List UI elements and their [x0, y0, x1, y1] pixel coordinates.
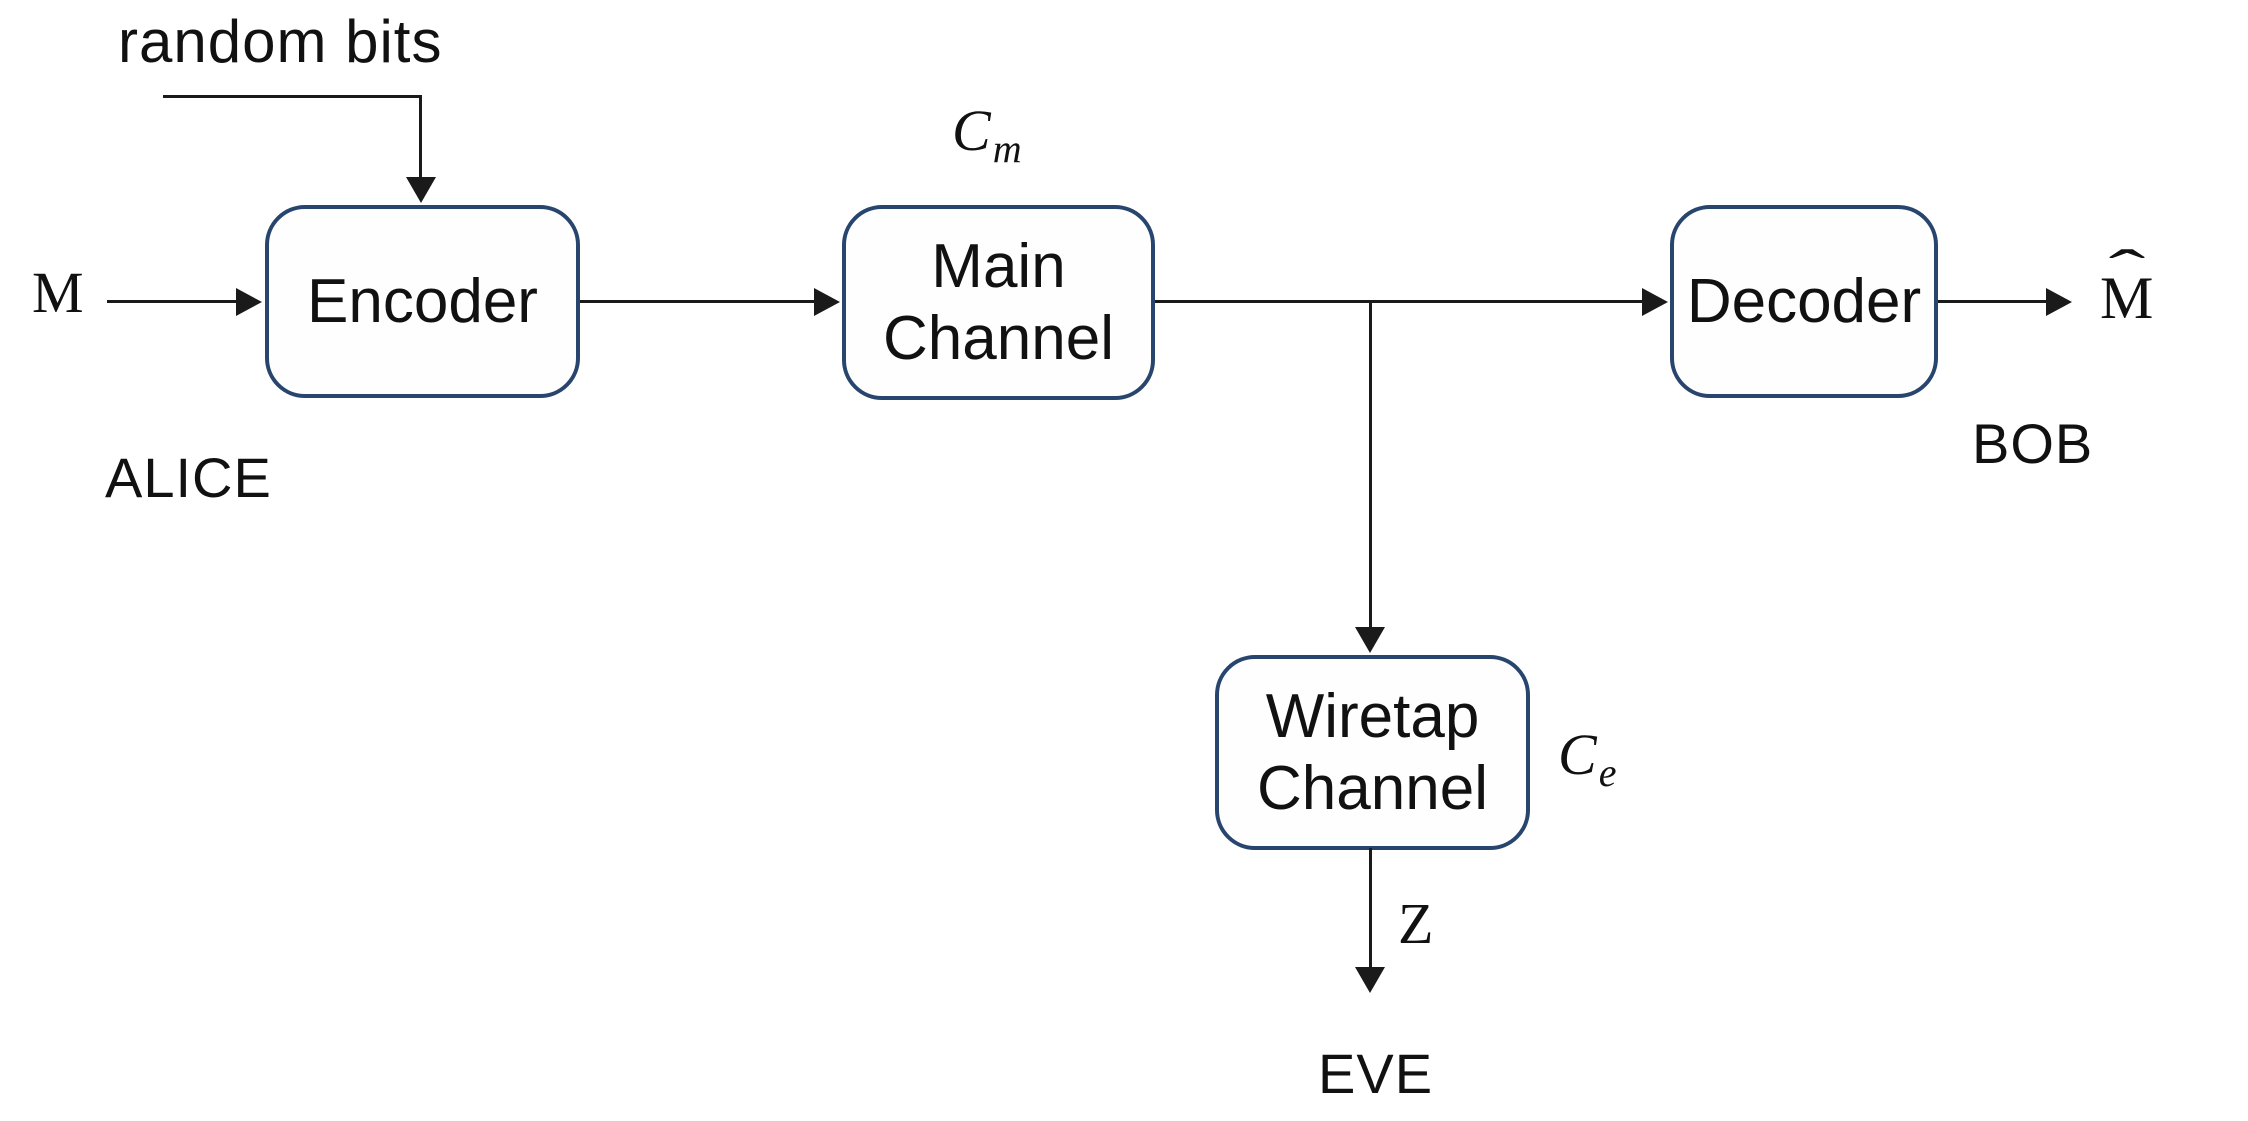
main-channel-label-line1: Main [931, 232, 1066, 302]
encoder-to-main-arrow-shaft [580, 300, 814, 303]
wiretap-output-arrow-shaft [1369, 848, 1372, 967]
random-bits-connector-horizontal [163, 95, 422, 98]
eavesdropper-output-label: Z [1398, 891, 1434, 956]
wiretap-output-arrowhead-icon [1355, 967, 1385, 993]
message-estimate-base: M [2100, 265, 2154, 331]
main-channel-symbol-subscript: m [992, 126, 1022, 171]
message-input-arrowhead-icon [236, 288, 262, 316]
main-to-decoder-line [1155, 300, 1642, 303]
decoder-output-arrow-shaft [1938, 300, 2046, 303]
eve-label: EVE [1318, 1042, 1434, 1105]
message-estimate-hat-accent: ˆ [2108, 238, 2146, 303]
random-bits-connector-vertical [419, 95, 422, 179]
wiretap-channel-symbol-subscript: e [1598, 750, 1617, 795]
random-bits-arrowhead-icon [406, 177, 436, 203]
main-channel-symbol: Cm [952, 102, 1022, 169]
bob-label: BOB [1972, 412, 2094, 475]
alice-label: ALICE [105, 446, 272, 509]
wiretap-channel-symbol-base: C [1558, 722, 1597, 787]
random-bits-label: random bits [118, 8, 443, 75]
main-channel-label-line2: Channel [883, 303, 1114, 373]
main-channel-box: Main Channel [842, 205, 1155, 400]
main-channel-symbol-base: C [952, 98, 991, 163]
message-input-arrow-shaft [107, 300, 236, 303]
wiretap-channel-symbol: Ce [1558, 726, 1616, 793]
wiretap-channel-box: Wiretap Channel [1215, 655, 1530, 850]
encoder-box: Encoder [265, 205, 580, 398]
message-input-label: M [32, 260, 84, 325]
branch-to-wiretap-arrowhead-icon [1355, 627, 1385, 653]
encoder-to-main-arrowhead-icon [814, 288, 840, 316]
wiretap-channel-label-line1: Wiretap [1265, 682, 1480, 752]
main-to-decoder-arrowhead-icon [1642, 288, 1668, 316]
decoder-label: Decoder [1686, 266, 1922, 336]
branch-to-wiretap-shaft [1369, 302, 1372, 627]
decoder-output-arrowhead-icon [2046, 288, 2072, 316]
encoder-label: Encoder [307, 266, 538, 336]
wiretap-channel-label-line2: Channel [1257, 753, 1488, 823]
decoder-box: Decoder [1670, 205, 1938, 398]
